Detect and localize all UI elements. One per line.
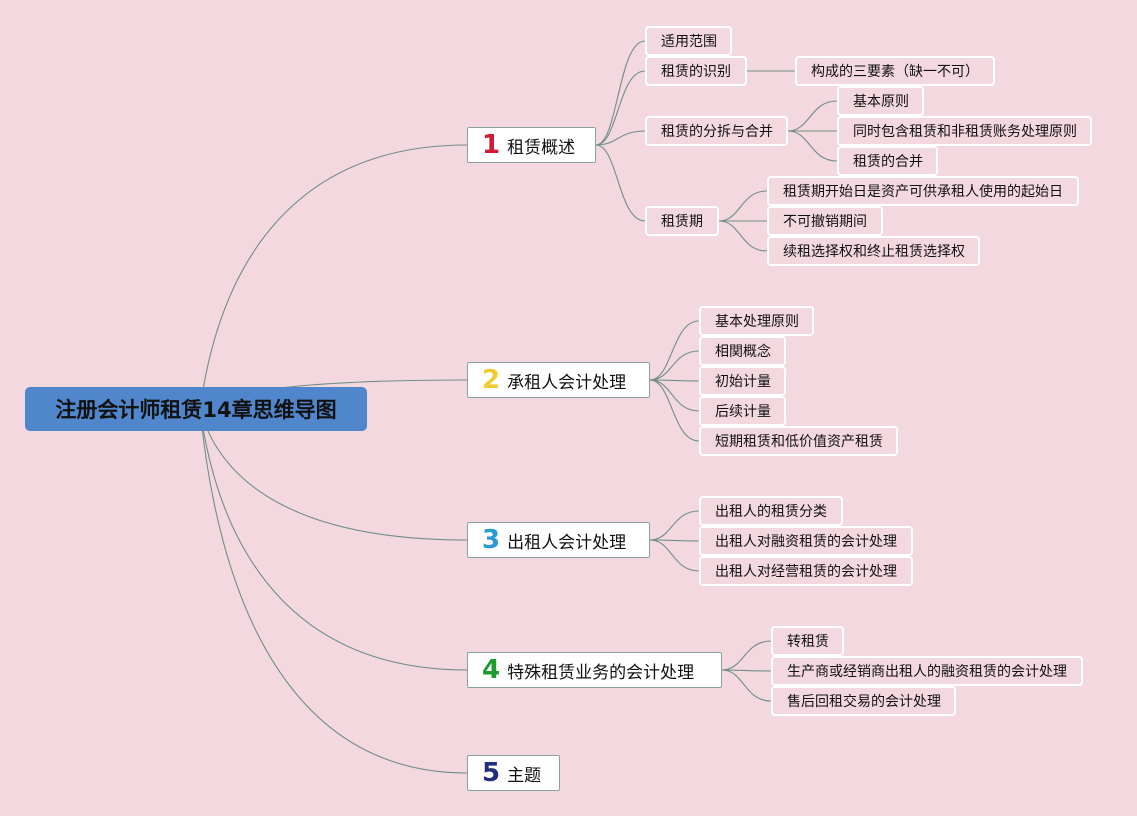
topic-subsequent-measurement[interactable]: 后续计量: [699, 396, 786, 426]
branch-number: 2: [482, 365, 501, 395]
child-link: [649, 510, 700, 541]
topic-label: 租赁期开始日是资产可供承租人使用的起始日: [783, 184, 1063, 200]
topic-label: 基本原则: [853, 94, 909, 110]
root-branch-link: [199, 408, 468, 774]
topic-lease-term[interactable]: 租赁期: [645, 206, 719, 236]
topic-label: 生产商或经销商出租人的融资租赁的会计处理: [787, 664, 1067, 680]
topic-related-concepts[interactable]: 相関概念: [699, 336, 786, 366]
child-link: [787, 100, 838, 132]
topic-label: 不可撤销期间: [783, 214, 867, 230]
topic-scope[interactable]: 适用范围: [645, 26, 732, 56]
child-link: [718, 190, 768, 222]
root-topic[interactable]: 注册会计师租赁14章思维导图: [25, 387, 367, 431]
branch-topic[interactable]: 5 主题: [467, 755, 560, 791]
branch-lessee-accounting[interactable]: 2 承租人会计处理: [467, 362, 650, 398]
topic-split-and-merge[interactable]: 租赁的分拆与合并: [645, 116, 788, 146]
child-link: [718, 220, 768, 252]
topic-label: 基本处理原则: [715, 314, 799, 330]
child-link: [595, 130, 646, 146]
topic-label: 售后回租交易的会计处理: [787, 694, 941, 710]
topic-label: 租赁的识别: [661, 64, 731, 80]
branch-label: 承租人会计处理: [507, 372, 627, 393]
topic-short-term-low-value[interactable]: 短期租赁和低价值资产租赁: [699, 426, 898, 456]
topic-finance-lease-accounting[interactable]: 出租人对融资租赁的会计处理: [699, 526, 913, 556]
child-link: [721, 640, 772, 671]
topic-label: 初始计量: [715, 374, 771, 390]
topic-lease-identification[interactable]: 租赁的识别: [645, 56, 747, 86]
topic-label: 租赁的合并: [853, 154, 923, 170]
branch-lease-overview[interactable]: 1 租赁概述: [467, 127, 596, 163]
child-link: [787, 130, 838, 162]
topic-label: 租赁期: [661, 214, 703, 230]
topic-label: 租赁的分拆与合并: [661, 124, 773, 140]
child-link: [649, 320, 700, 381]
topic-label: 适用范围: [661, 34, 717, 50]
child-link: [595, 144, 646, 222]
topic-manufacturer-dealer-lessor[interactable]: 生产商或经销商出租人的融资租赁的会计处理: [771, 656, 1083, 686]
topic-lease-merge[interactable]: 租赁的合并: [837, 146, 938, 176]
topic-initial-measurement[interactable]: 初始计量: [699, 366, 786, 396]
topic-non-cancellable-period[interactable]: 不可撤销期间: [767, 206, 883, 236]
root-branch-link: [199, 408, 468, 541]
topic-sale-and-leaseback[interactable]: 售后回租交易的会计处理: [771, 686, 956, 716]
branch-number: 4: [482, 655, 501, 685]
topic-label: 转租赁: [787, 634, 829, 650]
topic-renewal-termination-options[interactable]: 续租选择权和终止租赁选择权: [767, 236, 980, 266]
branch-label: 特殊租赁业务的会计处理: [507, 662, 695, 683]
topic-basic-treatment[interactable]: 基本处理原则: [699, 306, 814, 336]
topic-sublease[interactable]: 转租赁: [771, 626, 844, 656]
topic-operating-lease-accounting[interactable]: 出租人对经营租赁的会计处理: [699, 556, 913, 586]
topic-mixed-contract-principle[interactable]: 同时包含租赁和非租赁账务处理原则: [837, 116, 1092, 146]
topic-label: 构成的三要素（缺一不可）: [811, 64, 979, 80]
branch-number: 5: [482, 758, 501, 788]
root-branch-link: [199, 144, 468, 410]
child-link: [649, 379, 700, 442]
branch-number: 3: [482, 525, 501, 555]
branch-lessor-accounting[interactable]: 3 出租人会计处理: [467, 522, 650, 558]
child-link: [649, 379, 700, 412]
branch-number: 1: [482, 130, 501, 160]
topic-commencement-date[interactable]: 租赁期开始日是资产可供承租人使用的起始日: [767, 176, 1079, 206]
topic-label: 出租人对经营租赁的会计处理: [715, 564, 897, 580]
child-link: [649, 539, 700, 572]
child-link: [721, 669, 772, 702]
child-link: [649, 350, 700, 381]
child-link: [595, 40, 646, 146]
topic-label: 相関概念: [715, 344, 771, 360]
topic-three-elements[interactable]: 构成的三要素（缺一不可）: [795, 56, 995, 86]
root-branch-link: [199, 408, 468, 671]
topic-label: 续租选择权和终止租赁选择权: [783, 244, 965, 260]
topic-label: 短期租赁和低价值资产租赁: [715, 434, 883, 450]
topic-basic-principle[interactable]: 基本原则: [837, 86, 924, 116]
topic-label: 同时包含租赁和非租赁账务处理原则: [853, 124, 1077, 140]
topic-lessor-classification[interactable]: 出租人的租赁分类: [699, 496, 843, 526]
branch-label: 主题: [507, 765, 542, 786]
branch-label: 出租人会计处理: [507, 532, 627, 553]
topic-label: 出租人的租赁分类: [715, 504, 827, 520]
branch-special-lease-transactions[interactable]: 4 特殊租赁业务的会计处理: [467, 652, 722, 688]
topic-label: 后续计量: [715, 404, 771, 420]
branch-label: 租赁概述: [507, 137, 576, 158]
child-link: [595, 70, 646, 146]
topic-label: 出租人对融资租赁的会计处理: [715, 534, 897, 550]
root-topic-label: 注册会计师租赁14章思维导图: [55, 398, 337, 422]
